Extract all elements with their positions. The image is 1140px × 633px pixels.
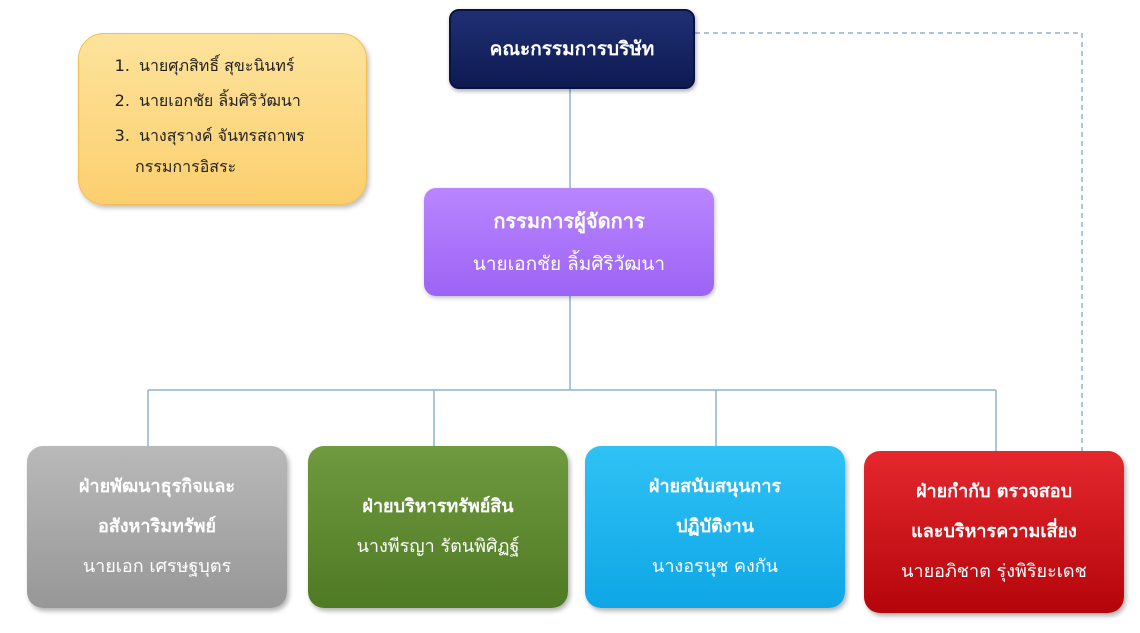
independent-director-item: นายเอกชัย ลิ้มศิริวัฒนา bbox=[135, 89, 305, 124]
dept-business-development-box: ฝ่ายพัฒนาธุรกิจและ อสังหาริมทรัพย์ นายเอ… bbox=[27, 446, 287, 608]
dept-title: ฝ่ายสนับสนุนการ bbox=[648, 476, 782, 497]
dept-title: ปฏิบัติงาน bbox=[676, 516, 754, 537]
independent-directors-box: นายศุภสิทธิ์ สุขะนินทร์ นายเอกชัย ลิ้มศิ… bbox=[78, 33, 367, 205]
independent-director-item: นางสุรางค์ จันทรสถาพร bbox=[135, 124, 305, 159]
managing-director-name: นายเอกชัย ลิ้มศิริวัฒนา bbox=[472, 253, 666, 275]
dept-asset-management-box: ฝ่ายบริหารทรัพย์สิน นางพีรญา รัตนพิศิฏฐ์ bbox=[308, 446, 568, 608]
dept-head-name: นายอภิชาต รุ่งพิริยะเดช bbox=[901, 561, 1087, 582]
dept-compliance-risk-box: ฝ่ายกำกับ ตรวจสอบ และบริหารความเสี่ยง นา… bbox=[864, 451, 1124, 613]
dept-operations-support-box: ฝ่ายสนับสนุนการ ปฏิบัติงาน นางอรนุช คงกั… bbox=[585, 446, 845, 608]
dept-title: ฝ่ายบริหารทรัพย์สิน bbox=[362, 496, 514, 517]
dept-head-name: นางอรนุช คงกัน bbox=[652, 556, 778, 577]
independent-directors-note: กรรมการอิสระ bbox=[135, 157, 237, 176]
managing-director-box: กรรมการผู้จัดการ นายเอกชัย ลิ้มศิริวัฒนา bbox=[424, 188, 714, 296]
dept-title: อสังหาริมทรัพย์ bbox=[97, 516, 217, 537]
board-of-directors-box: คณะกรรมการบริษัท bbox=[449, 9, 695, 89]
managing-director-title: กรรมการผู้จัดการ bbox=[493, 209, 645, 233]
board-title: คณะกรรมการบริษัท bbox=[489, 38, 655, 60]
dept-title: ฝ่ายกำกับ ตรวจสอบ bbox=[915, 481, 1073, 502]
dept-head-name: นายเอก เศรษฐบุตร bbox=[82, 556, 232, 577]
dept-head-name: นางพีรญา รัตนพิศิฏฐ์ bbox=[356, 536, 520, 557]
dept-title: ฝ่ายพัฒนาธุรกิจและ bbox=[78, 476, 236, 497]
independent-directors-list: นายศุภสิทธิ์ สุขะนินทร์ นายเอกชัย ลิ้มศิ… bbox=[109, 54, 305, 159]
dept-title: และบริหารความเสี่ยง bbox=[911, 521, 1077, 542]
independent-director-item: นายศุภสิทธิ์ สุขะนินทร์ bbox=[135, 54, 305, 89]
